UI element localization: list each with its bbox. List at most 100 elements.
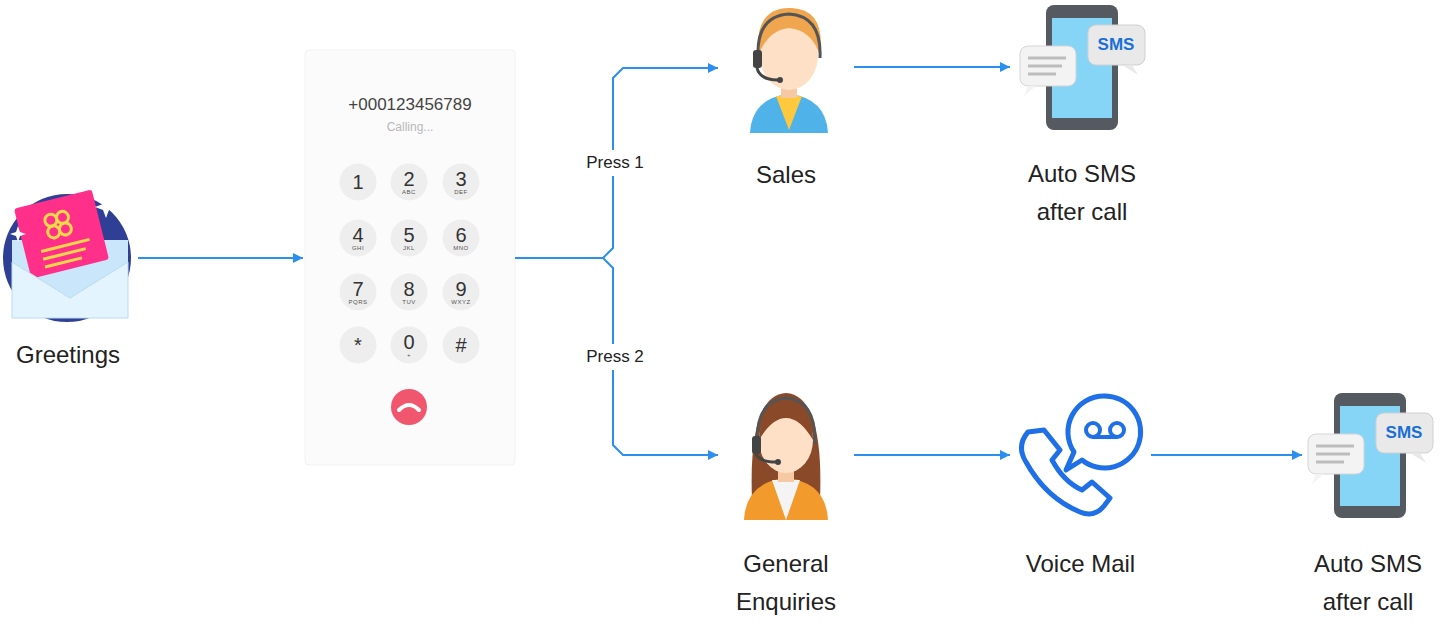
hangup-button <box>391 389 427 425</box>
sms-phone-icon <box>1308 434 1364 474</box>
key-circle <box>391 220 428 257</box>
voicemail-icon <box>1086 423 1100 437</box>
greetings-icon <box>14 189 109 278</box>
sms-phone-icon <box>1316 445 1354 448</box>
sms-phone-icon <box>1308 393 1433 518</box>
flow-arrow <box>515 68 718 258</box>
phone-panel <box>305 50 515 465</box>
enquiries-agent-icon <box>775 459 781 465</box>
key-letters: + <box>407 352 411 359</box>
greetings-icon <box>58 222 73 237</box>
keypad-key: 4GHI <box>339 219 377 257</box>
keypad-key: 6MNO <box>442 219 480 257</box>
sms-phone-icon <box>1028 65 1062 68</box>
sms-phone-icon <box>1316 461 1344 464</box>
phone-node: +000123456789Calling... 1 2ABC 3DEF 4GHI 5JKL… <box>305 50 515 465</box>
keypad-key: 0+ <box>390 326 428 364</box>
sales-agent-icon <box>757 68 778 80</box>
key-circle <box>443 274 480 311</box>
sms-badge-text: SMS <box>1098 35 1135 55</box>
sms-phone-icon <box>1410 453 1426 463</box>
node-label: General Enquiries <box>722 545 850 621</box>
hangup-button <box>391 389 427 425</box>
sales-agent-icon <box>758 14 820 58</box>
sms-phone-icon <box>1020 5 1145 130</box>
key-digit: # <box>455 335 466 355</box>
sms-phone-icon <box>1312 474 1324 484</box>
key-digit: 9 <box>455 279 466 299</box>
key-letters: MNO <box>453 245 469 252</box>
flow-arrow <box>515 258 718 455</box>
key-digit: 7 <box>352 279 363 299</box>
voicemail-icon <box>1021 396 1140 514</box>
sales-agent-icon <box>776 96 802 130</box>
key-circle <box>391 164 428 201</box>
key-letters: WXYZ <box>451 299 470 306</box>
keypad-key: 3DEF <box>442 163 480 201</box>
node-label: Sales <box>722 160 850 190</box>
sms-badge-text: SMS <box>1386 423 1423 443</box>
key-letters: DEF <box>454 189 468 196</box>
keypad-key: 1 <box>339 163 377 201</box>
keypad-key: 8TUV <box>390 273 428 311</box>
sms-phone-icon <box>1376 413 1433 453</box>
key-circle <box>340 220 377 257</box>
key-circle <box>340 327 377 364</box>
node-label: Auto SMS after call <box>1012 155 1152 231</box>
sms-phone-icon <box>1028 57 1066 60</box>
sales-agent-icon <box>750 94 828 133</box>
enquiries-agent-icon <box>757 398 815 444</box>
keypad-key: 9WXYZ <box>442 273 480 311</box>
key-digit: 0 <box>403 332 414 352</box>
sms-phone-icon <box>1088 25 1145 65</box>
enquiries-agent-icon <box>744 478 828 520</box>
sms-phone-icon <box>1020 46 1076 86</box>
voicemail-icon <box>1093 435 1117 439</box>
key-digit: 3 <box>455 169 466 189</box>
key-circle <box>443 220 480 257</box>
key-digit: * <box>354 335 362 355</box>
greetings-icon <box>3 189 131 322</box>
sms-node: Auto SMS after call <box>1012 0 1152 231</box>
key-circle <box>340 274 377 311</box>
voicemail-icon <box>1066 396 1141 470</box>
key-digit: 4 <box>352 225 363 245</box>
flow-arrow <box>138 257 303 259</box>
key-digit: 8 <box>403 279 414 299</box>
key-circle <box>391 274 428 311</box>
key-letters: ABC <box>402 189 416 196</box>
phone-number: +000123456789 <box>305 95 515 115</box>
node-label: Voice Mail <box>1008 545 1153 583</box>
key-digit: 2 <box>403 169 414 189</box>
key-digit: 1 <box>352 172 363 192</box>
flow-arrow <box>854 454 1010 456</box>
call-status: Calling... <box>305 120 515 134</box>
node-label: Auto SMS after call <box>1300 545 1436 621</box>
sms-phone-icon <box>1316 453 1350 456</box>
enquiries-agent-icon <box>772 480 800 520</box>
key-letters: TUV <box>402 299 416 306</box>
sms-phone-icon <box>1028 73 1056 76</box>
key-circle <box>443 327 480 364</box>
greetings-icon <box>14 189 109 278</box>
keypad-key: 7PQRS <box>339 273 377 311</box>
enquiries-agent-icon <box>752 436 761 454</box>
key-digit: 5 <box>403 225 414 245</box>
greeting-node: Greetings <box>0 190 136 370</box>
key-digit: 6 <box>455 225 466 245</box>
keypad-key: 2ABC <box>390 163 428 201</box>
sales-agent-icon <box>750 8 828 133</box>
enquiries-agent-icon <box>759 403 813 440</box>
enquiries-agent-icon <box>756 454 776 462</box>
key-letters: GHI <box>352 245 364 252</box>
keypad-key: 5JKL <box>390 219 428 257</box>
flow-arrow <box>854 66 1010 68</box>
sms-phone-icon <box>1024 86 1036 96</box>
key-letters: JKL <box>403 245 415 252</box>
hangup-button <box>399 405 419 410</box>
flow-arrow <box>1151 454 1302 456</box>
edge-label: Press 1 <box>582 150 648 176</box>
